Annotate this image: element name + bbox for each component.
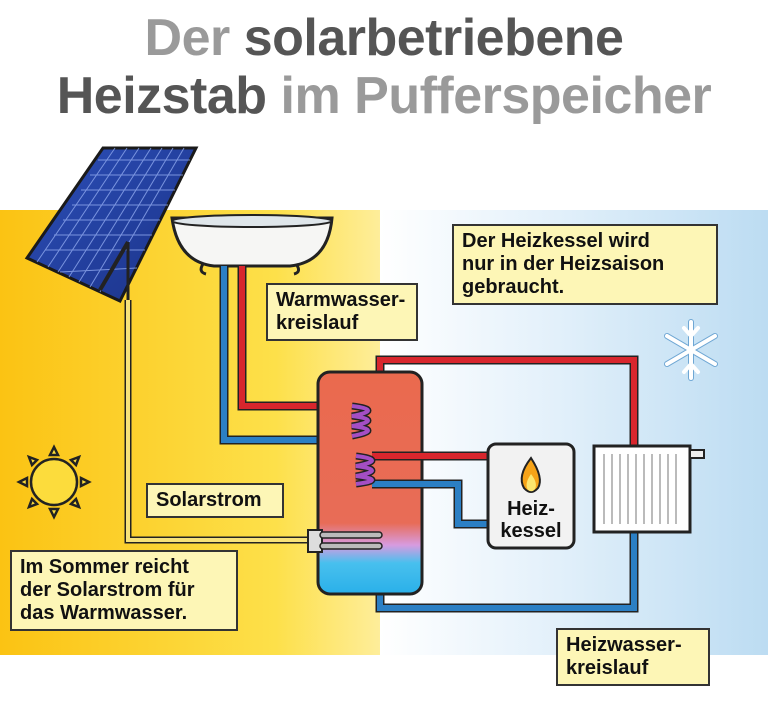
solarstrom-label: Solarstrom — [146, 483, 284, 518]
flame-icon — [520, 456, 541, 493]
snowflake-icon — [664, 319, 718, 381]
sun-icon — [16, 444, 92, 520]
boiler-box — [486, 442, 576, 550]
heating-coil — [355, 452, 376, 488]
boiler-pipes — [372, 451, 488, 529]
heizwasserkreislauf-label: Heizwasser- kreislauf — [556, 628, 710, 686]
warmwater-coil — [351, 402, 372, 440]
page-title-line-1: Der solarbetriebene — [144, 9, 624, 67]
warmwasserkreislauf-label: Warmwasser- kreislauf — [266, 283, 418, 341]
heating-loop — [375, 355, 639, 613]
heating-rod-icon — [307, 529, 383, 553]
radiator-icon — [592, 444, 705, 534]
solar-panel-icon — [24, 146, 199, 303]
page-title-line-2: Heizstab im Pufferspeicher — [56, 67, 712, 125]
bathtub-icon — [170, 214, 334, 276]
summer-note: Im Sommer reicht der Solarstrom für das … — [10, 550, 238, 631]
heizkessel-season-note: Der Heizkessel wird nur in der Heizsaiso… — [452, 224, 718, 305]
heizkessel-label: Heiz- kessel — [500, 498, 562, 542]
